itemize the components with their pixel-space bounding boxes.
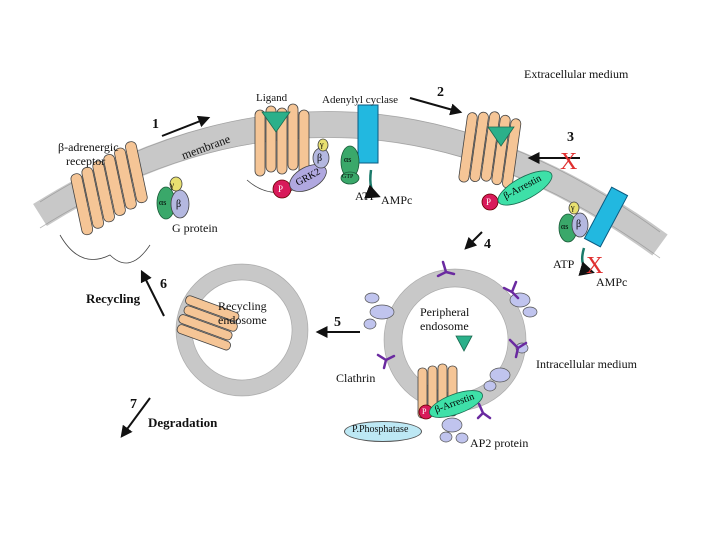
label-g-protein: G protein xyxy=(172,221,218,235)
label-alpha-center: αs xyxy=(344,155,352,164)
label-recycling-endosome-line2: endosome xyxy=(218,313,267,327)
label-extracellular: Extracellular medium xyxy=(524,67,629,81)
phospho-right xyxy=(481,193,499,211)
step-number-7: 7 xyxy=(130,397,137,412)
arrow-step-4 xyxy=(464,231,483,250)
atp-curl-right xyxy=(578,247,595,276)
label-gamma-center: γ xyxy=(320,140,324,149)
label-beta-right: β xyxy=(576,219,582,230)
arrow-step-7 xyxy=(120,397,151,438)
label-gamma-left: γ xyxy=(170,180,174,190)
ap2-blobs xyxy=(363,292,538,444)
step-number-4: 4 xyxy=(484,237,491,252)
g-gamma-left xyxy=(169,176,183,192)
arrow-step-1 xyxy=(161,115,211,137)
label-alpha-left: αs xyxy=(159,198,167,207)
label-phosphatase: P.Phosphatase xyxy=(352,424,409,435)
g-gamma-right xyxy=(568,201,580,215)
label-intracellular: Intracellular medium xyxy=(536,357,637,371)
label-ampc-right: AMPc xyxy=(596,275,628,289)
label-clathrin: Clathrin xyxy=(336,371,376,385)
arrestin-blob-endosome xyxy=(429,390,483,418)
receptor-recycling xyxy=(176,295,240,351)
adenylyl-cyclase-center xyxy=(357,104,379,164)
gtp-blob xyxy=(340,171,360,185)
label-recycling: Recycling xyxy=(86,291,141,306)
g-beta-left xyxy=(170,189,190,219)
g-beta-right xyxy=(571,212,589,238)
label-p-center: P xyxy=(278,184,284,194)
label-peripheral-line1: Peripheral xyxy=(420,305,470,319)
arrow-step-2 xyxy=(409,97,463,116)
clathrin-marks xyxy=(376,260,528,420)
label-alpha-right: αs xyxy=(561,222,569,231)
label-peripheral-line2: endosome xyxy=(420,319,469,333)
label-beta-left: β xyxy=(176,199,182,210)
ligand-right xyxy=(487,126,515,147)
step-number-2: 2 xyxy=(437,85,444,100)
receptor-left xyxy=(59,141,151,264)
label-gtp: GTP xyxy=(342,174,354,180)
step-number-1: 1 xyxy=(152,117,159,132)
label-beta-center: β xyxy=(317,153,323,164)
label-gamma-right: γ xyxy=(571,203,575,212)
x-mark-step-3: X xyxy=(560,149,578,175)
receptor-right xyxy=(458,111,522,189)
label-atp-right: ATP xyxy=(553,257,575,271)
receptor-center xyxy=(246,103,314,193)
label-degradation: Degradation xyxy=(148,415,218,430)
phosphatase-pill xyxy=(344,421,422,442)
g-gamma-center xyxy=(317,138,329,152)
label-ap2: AP2 protein xyxy=(470,436,529,450)
label-receptor-line1: β-adrenergic xyxy=(58,140,119,154)
ligand-center xyxy=(261,111,291,133)
label-p-endosome: P xyxy=(422,407,427,416)
label-atp-center: ATP xyxy=(355,189,377,203)
arrestin-blob-right xyxy=(497,170,553,206)
step-number-6: 6 xyxy=(160,277,167,292)
label-ligand: Ligand xyxy=(256,92,288,104)
step-number-3: 3 xyxy=(567,130,574,145)
label-ampc-center: AMPc xyxy=(381,193,413,207)
ligand-endosome xyxy=(455,335,473,352)
adenylyl-cyclase-right xyxy=(583,186,629,248)
arrow-step-6 xyxy=(140,269,165,317)
label-adenylyl-cyclase: Adenylyl cyclase xyxy=(322,94,399,106)
label-p-right: P xyxy=(486,197,492,207)
atp-curl-center xyxy=(364,169,381,199)
step-number-5: 5 xyxy=(334,315,341,330)
grk2-blob xyxy=(289,164,327,192)
label-recycling-endosome-line1: Recycling xyxy=(218,299,267,313)
label-receptor-line2: receptor xyxy=(66,154,106,168)
x-mark-atp: X xyxy=(586,253,604,279)
